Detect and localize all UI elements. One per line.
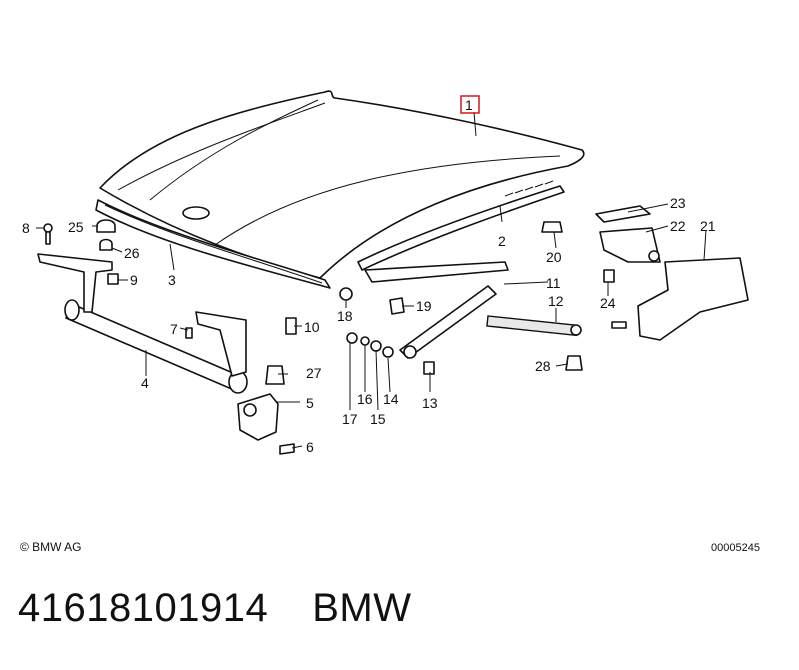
callout-16[interactable]: 16: [357, 391, 373, 407]
brand-name: BMW: [312, 586, 412, 630]
callout-28[interactable]: 28: [535, 358, 551, 374]
hood-seal-side[interactable]: [357, 180, 565, 271]
gas-strut[interactable]: [486, 315, 582, 337]
callout-7[interactable]: 7: [170, 321, 178, 337]
hood-lock[interactable]: [237, 393, 279, 441]
callout-1[interactable]: 1: [465, 97, 473, 113]
callout-labels: 1 2 3 4 5 6 7 8 9 10 11 12 13 14 15 16 1…: [22, 97, 716, 455]
callout-21[interactable]: 21: [700, 218, 716, 234]
callout-22[interactable]: 22: [670, 218, 686, 234]
callout-20[interactable]: 20: [546, 249, 562, 265]
right-bracket[interactable]: [195, 311, 247, 377]
callout-26[interactable]: 26: [124, 245, 140, 261]
part-number: 41618101914: [18, 586, 269, 630]
hood-seal-front[interactable]: [95, 199, 331, 289]
callout-15[interactable]: 15: [370, 411, 386, 427]
callout-10[interactable]: 10: [304, 319, 320, 335]
diagram-id: 00005245: [711, 542, 760, 554]
callout-14[interactable]: 14: [383, 391, 399, 407]
callout-3[interactable]: 3: [168, 272, 176, 288]
callout-13[interactable]: 13: [422, 395, 438, 411]
parts-exploded-diagram: 1 2 3 4 5 6 7 8 9 10 11 12 13 14 15 16 1…: [22, 90, 749, 455]
callout-6[interactable]: 6: [306, 439, 314, 455]
callout-25[interactable]: 25: [68, 219, 84, 235]
lock-release-tube[interactable]: [64, 299, 248, 394]
small-hardware: [43, 219, 627, 455]
callout-4[interactable]: 4: [141, 375, 149, 391]
support-rod[interactable]: [364, 261, 509, 359]
callout-5[interactable]: 5: [306, 395, 314, 411]
callout-12[interactable]: 12: [548, 293, 564, 309]
callout-11[interactable]: 11: [546, 275, 561, 291]
callout-9[interactable]: 9: [130, 272, 138, 288]
leader-lines: [36, 111, 707, 449]
left-bracket[interactable]: [37, 253, 113, 313]
part-footer: 41618101914 BMW: [18, 584, 411, 632]
callout-18[interactable]: 18: [337, 308, 353, 324]
hood-hinge[interactable]: [595, 205, 749, 341]
callout-2[interactable]: 2: [498, 233, 506, 249]
callout-27[interactable]: 27: [306, 365, 322, 381]
callout-17[interactable]: 17: [342, 411, 358, 427]
hood-panel[interactable]: [99, 90, 585, 279]
highlight-box: [460, 95, 480, 114]
callout-23[interactable]: 23: [670, 195, 686, 211]
copyright-notice: © BMW AG: [20, 540, 82, 554]
callout-19[interactable]: 19: [416, 298, 432, 314]
callout-8[interactable]: 8: [22, 220, 30, 236]
callout-24[interactable]: 24: [600, 295, 616, 311]
